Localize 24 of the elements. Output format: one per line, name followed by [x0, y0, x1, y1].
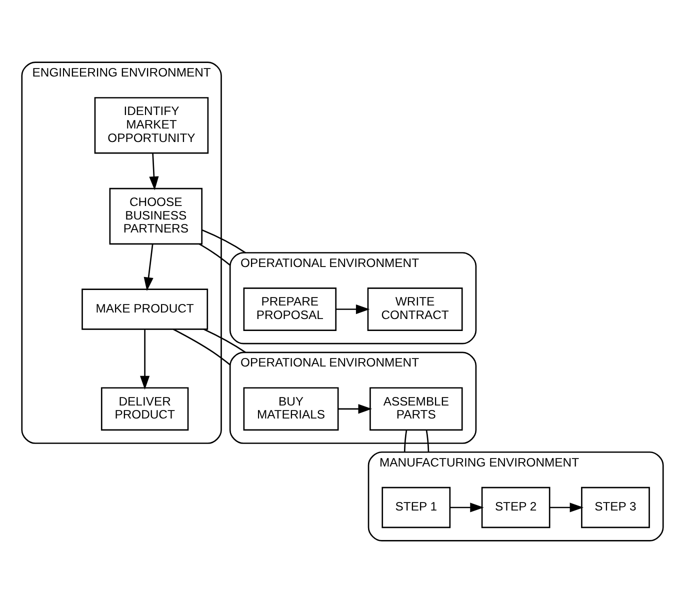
node-box: ASSEMBLE PARTS: [370, 387, 463, 431]
connector: [202, 229, 246, 254]
connector: [426, 430, 430, 452]
connector: [172, 328, 230, 366]
node-box: WRITE CONTRACT: [367, 288, 463, 331]
node-box: DELIVER PRODUCT: [100, 387, 189, 431]
node-box: STEP 1: [382, 486, 451, 528]
node-box: STEP 2: [481, 486, 550, 528]
node-box: CHOOSE BUSINESS PARTNERS: [109, 188, 203, 245]
arrow: [338, 404, 372, 414]
connector: [204, 328, 246, 353]
arrow: [144, 244, 154, 292]
arrow: [149, 153, 159, 190]
arrow: [336, 304, 370, 314]
node-box: MAKE PRODUCT: [82, 288, 208, 330]
node-box: BUY MATERIALS: [243, 387, 339, 431]
arrow: [450, 502, 484, 512]
arrow: [140, 330, 150, 390]
arrow: [550, 502, 584, 512]
node-box: STEP 3: [581, 486, 650, 528]
connector: [198, 243, 231, 266]
connector: [404, 430, 408, 452]
node-box: IDENTIFY MARKET OPPORTUNITY: [94, 97, 209, 154]
node-box: PREPARE PROPOSAL: [243, 288, 337, 331]
